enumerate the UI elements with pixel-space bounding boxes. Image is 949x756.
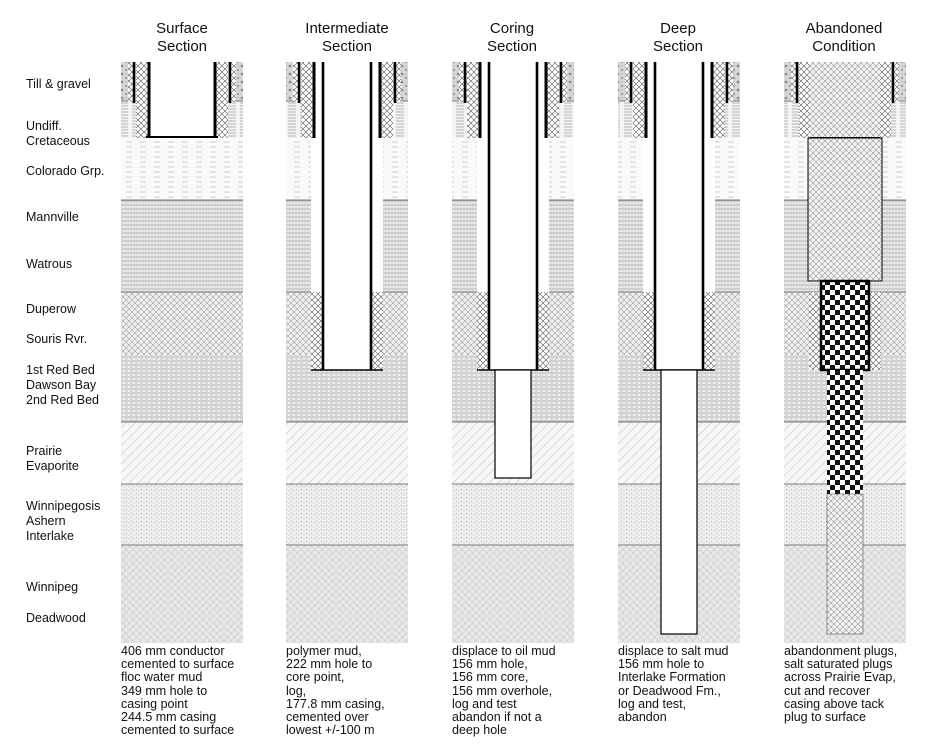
intermediate-cement-left — [311, 292, 323, 370]
surface-cement-left — [467, 62, 480, 138]
stratum-band — [121, 292, 243, 355]
stratum-band — [452, 545, 574, 643]
conductor-cement-right — [230, 62, 236, 102]
well-column-abandoned — [784, 62, 906, 643]
conductor-cement-left — [293, 62, 299, 102]
conductor-cement-left — [625, 62, 631, 102]
bottom-plug — [826, 493, 864, 635]
tack-plug — [807, 137, 883, 282]
conductor-cement-right — [395, 62, 401, 102]
well-column-coring — [452, 62, 574, 643]
formation-duperow: Duperow — [26, 302, 77, 316]
formation-watrous: Watrous — [26, 257, 73, 271]
surface-plug — [810, 62, 880, 138]
intermediate-borehole — [323, 62, 371, 370]
intermediate-borehole — [489, 62, 537, 370]
well-column-surface — [121, 62, 243, 643]
stratum-band — [121, 138, 243, 200]
conductor-cement-right — [893, 62, 899, 102]
formation-colorado-grp: Colorado Grp. — [26, 164, 105, 178]
stratum-band — [452, 484, 574, 545]
surface-cement-left — [633, 62, 646, 138]
deep-hole — [660, 369, 698, 635]
salt-plug-cased — [819, 279, 871, 372]
formation-winnipeg: Winnipeg — [26, 580, 79, 594]
stratum-band — [121, 200, 243, 292]
stratum-band — [121, 545, 243, 643]
well-column-deep — [618, 62, 740, 643]
formation-mannville: Mannville — [26, 210, 79, 224]
surface-cement-left — [799, 62, 812, 138]
stratum-band — [286, 484, 408, 545]
surface-cement-right — [546, 62, 559, 138]
formation-till-gravel: Till & gravel — [26, 77, 91, 91]
surface-cement-right — [380, 62, 393, 138]
formation-undiff-cretaceous: Undiff.Cretaceous — [26, 119, 90, 148]
stratum-band — [286, 422, 408, 484]
intermediate-borehole — [655, 62, 703, 370]
well-column-intermediate — [286, 62, 408, 643]
intermediate-cement-left — [809, 292, 821, 370]
stratum-band — [121, 422, 243, 484]
intermediate-cement-left — [643, 292, 655, 370]
intermediate-cement-right — [703, 292, 715, 370]
stratum-band — [121, 484, 243, 545]
conductor-cement-right — [727, 62, 733, 102]
surface-cement-right — [878, 62, 891, 138]
conductor-cement-left — [459, 62, 465, 102]
surface-cement-left — [301, 62, 314, 138]
intermediate-cement-right — [371, 292, 383, 370]
intermediate-cement-right — [537, 292, 549, 370]
stratum-band — [286, 545, 408, 643]
surface-borehole — [150, 62, 214, 137]
stratum-band — [121, 355, 243, 422]
formation-souris-rvr: Souris Rvr. — [26, 332, 88, 346]
salt-plug-openhole — [827, 370, 863, 494]
surface-cement-left — [136, 62, 149, 138]
surface-cement-right — [712, 62, 725, 138]
intermediate-cement-left — [477, 292, 489, 370]
formation-deadwood: Deadwood — [26, 611, 86, 625]
core-hole — [494, 369, 532, 479]
intermediate-cement-right — [869, 292, 881, 370]
conductor-cement-left — [791, 62, 797, 102]
conductor-cement-right — [561, 62, 567, 102]
conductor-cement-left — [128, 62, 134, 102]
surface-cement-right — [215, 62, 228, 138]
